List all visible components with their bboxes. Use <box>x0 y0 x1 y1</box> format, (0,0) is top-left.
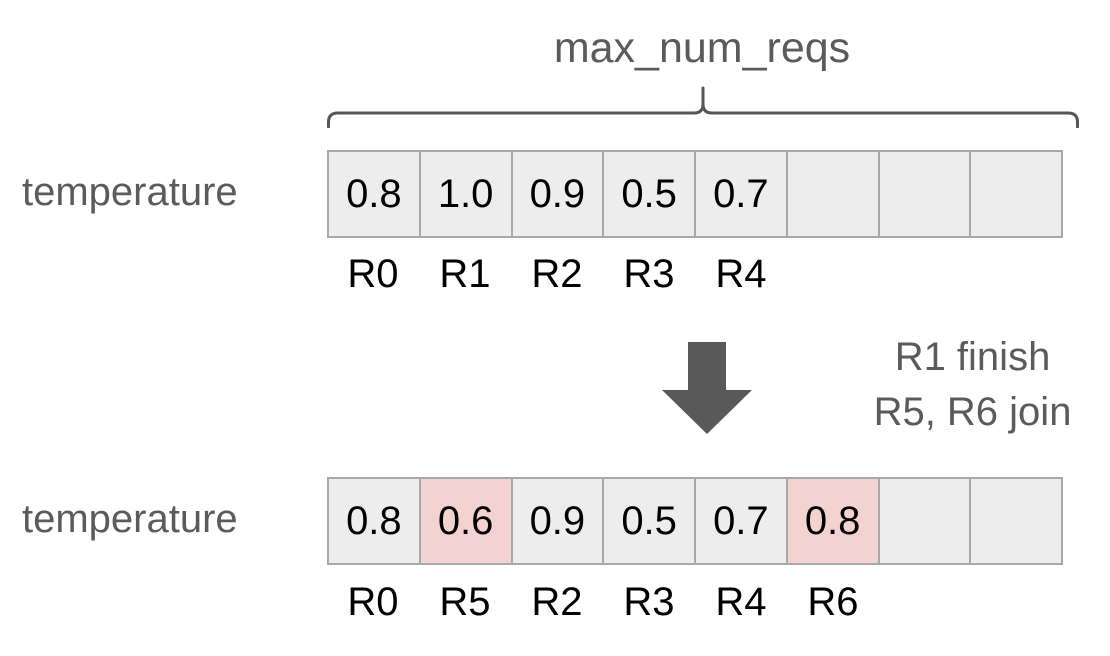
tensor-cell: 0.5 <box>604 152 696 236</box>
tensor-cell: 1.0 <box>420 152 513 236</box>
request-id: R6 <box>807 580 859 624</box>
request-id: R5 <box>439 580 491 624</box>
request-id: R3 <box>623 580 675 624</box>
tensor-cell: 0.7 <box>696 479 788 563</box>
request-id: R2 <box>531 252 583 296</box>
tensor-cell-empty <box>787 152 880 236</box>
tensor-cell-empty <box>879 479 972 563</box>
transition-note: R1 finish R5, R6 join <box>845 330 1100 440</box>
request-ids-after: R0 R5 R2 R3 R4 R6 <box>327 580 1063 624</box>
arrow-down-icon <box>655 338 759 438</box>
tensor-cell-empty <box>879 152 972 236</box>
request-id <box>879 580 971 624</box>
row-label-before: temperature <box>22 170 238 214</box>
tensor-row-after: 0.8 0.6 0.9 0.5 0.7 0.8 <box>327 477 1063 565</box>
row-label-after: temperature <box>22 497 238 541</box>
request-id: R4 <box>715 252 767 296</box>
request-id: R0 <box>347 252 399 296</box>
request-ids-before: R0 R1 R2 R3 R4 <box>327 252 1063 296</box>
request-id <box>971 252 1063 296</box>
request-id <box>787 252 879 296</box>
tensor-row-before: 0.8 1.0 0.9 0.5 0.7 <box>327 150 1063 238</box>
request-id: R3 <box>623 252 675 296</box>
tensor-cell: 0.9 <box>512 479 605 563</box>
tensor-cell: 0.8 <box>329 152 421 236</box>
request-id: R2 <box>531 580 583 624</box>
tensor-cell: 0.9 <box>512 152 605 236</box>
capacity-brace <box>320 82 1088 129</box>
tensor-cell: 0.5 <box>604 479 696 563</box>
request-id <box>971 580 1063 624</box>
tensor-cell-highlighted: 0.6 <box>420 479 513 563</box>
tensor-cell: 0.7 <box>696 152 788 236</box>
brace-label: max_num_reqs <box>553 24 851 72</box>
tensor-cell: 0.8 <box>329 479 421 563</box>
tensor-cell-empty <box>971 479 1061 563</box>
request-id <box>879 252 971 296</box>
transition-note-line-2: R5, R6 join <box>873 390 1072 435</box>
request-id: R0 <box>347 580 399 624</box>
transition-note-line-1: R1 finish <box>894 335 1051 379</box>
tensor-cell-highlighted: 0.8 <box>787 479 880 563</box>
request-id: R4 <box>715 580 767 624</box>
tensor-cell-empty <box>971 152 1061 236</box>
request-id: R1 <box>439 252 491 296</box>
